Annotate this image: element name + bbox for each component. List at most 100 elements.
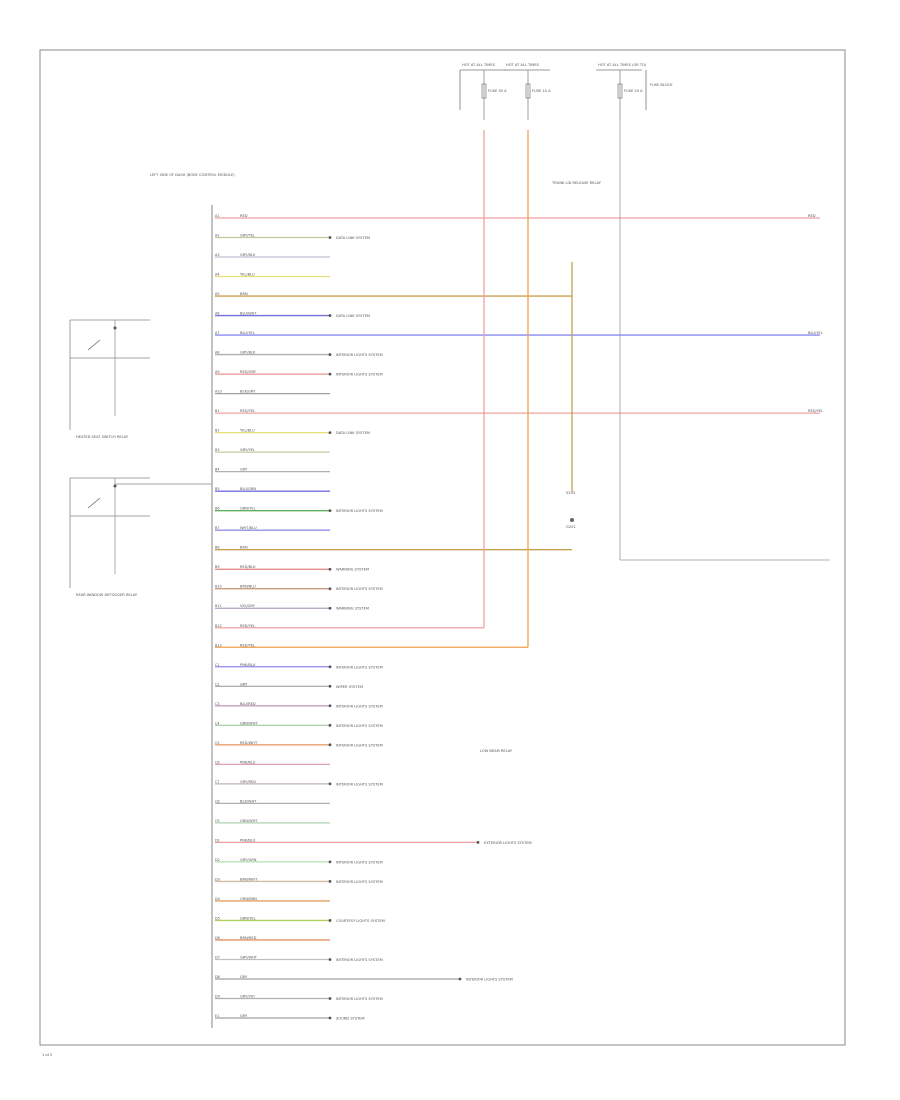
- pin-label: A6: [215, 312, 219, 316]
- wire-color-label: BLK/WHT: [240, 799, 257, 803]
- wire-color-label: RED/YEL: [240, 624, 255, 628]
- wire-destination: WARNING SYSTEM: [336, 607, 369, 611]
- wire-color-label: BLU/RED: [240, 702, 256, 706]
- connector-dot: [328, 743, 332, 747]
- pin-label: D7: [215, 955, 220, 959]
- fuse-header: HOT AT ALL TIMES: [462, 63, 496, 67]
- wire-color-label: ORN/BRN: [240, 897, 257, 901]
- connector-title: LEFT SIDE OF DASH (BODY CONTROL MODULE): [150, 173, 235, 177]
- pin-label: A8: [215, 351, 219, 355]
- wire-color-label: RED/YEL: [240, 643, 255, 647]
- pin-label: B2: [215, 429, 219, 433]
- wire-circuit-label: RED: [808, 214, 816, 218]
- fuse-header: HOT AT ALL TIMES (OR TO): [598, 63, 647, 67]
- wire-color-label: GRY: [240, 1014, 248, 1018]
- pin-label: C2: [215, 682, 220, 686]
- wire-destination: WIPER SYSTEM: [336, 685, 363, 689]
- wire-destination: INTERIOR LIGHTS SYSTEM: [336, 353, 383, 357]
- pin-label: C3: [215, 702, 220, 706]
- pin-label: C5: [215, 741, 220, 745]
- pin-label: D2: [215, 858, 220, 862]
- wire-color-label: GRN/WHT: [240, 721, 258, 725]
- wire-color-label: BRN/RED: [240, 936, 257, 940]
- pin-label: D5: [215, 916, 220, 920]
- wire-color-label: GRN/WHT: [240, 819, 258, 823]
- pin-label: C7: [215, 780, 220, 784]
- wire-destination: DATA LINK SYSTEM: [336, 236, 370, 240]
- wire-color-label: GRY/RED: [240, 780, 256, 784]
- connector-dot: [328, 509, 332, 513]
- pin-label: B11: [215, 604, 222, 608]
- figure-number: 1 of 2: [42, 1053, 52, 1057]
- wire-destination: INTERIOR LIGHTS SYSTEM: [336, 704, 383, 708]
- wire-circuit-label: BLU/YEL: [808, 331, 823, 335]
- wire-color-label: RED/WHT: [240, 741, 258, 745]
- wire-color-label: RED/BLK: [240, 565, 256, 569]
- wire-destination: SOUND SYSTEM: [336, 1017, 365, 1021]
- pin-label: C1: [215, 663, 220, 667]
- pin-label: C8: [215, 799, 220, 803]
- component-label: REAR WINDOW DEFOGGER RELAY: [76, 593, 138, 597]
- pin-label: D3: [215, 877, 220, 881]
- connector-dot: [328, 606, 332, 610]
- pin-label: A5: [215, 292, 219, 296]
- connector-dot: [328, 431, 332, 435]
- wire-destination: INTERIOR LIGHTS SYSTEM: [336, 587, 383, 591]
- fuse-block-label: FUSE BLOCK: [650, 83, 673, 87]
- connector-dot: [476, 840, 480, 844]
- pin-label: A9: [215, 370, 219, 374]
- wire-color-label: GRY: [240, 975, 248, 979]
- fuse-symbol: [525, 83, 531, 99]
- wire-destination: INTERIOR LIGHTS SYSTEM: [336, 509, 383, 513]
- junction-dot: [113, 484, 117, 488]
- wire-color-label: PNK/BLU: [240, 663, 256, 667]
- fuse-header: HOT AT ALL TIMES: [506, 63, 540, 67]
- wire-color-label: BLU/WHT: [240, 312, 257, 316]
- pin-label: C6: [215, 760, 220, 764]
- connector-dot: [328, 236, 332, 239]
- wire-circuit-label: RED/YEL: [808, 409, 823, 413]
- pin-label: D1: [215, 838, 220, 842]
- connector-dot: [328, 587, 332, 591]
- connector-dot: [328, 723, 332, 727]
- pin-label: A10: [215, 390, 222, 394]
- wire-a10: A10 BLK/GRY: [215, 390, 330, 395]
- pin-label: D9: [215, 994, 220, 998]
- wire-d4: D4 ORN/BRN: [215, 897, 330, 902]
- wire-color-label: BLK/GRY: [240, 390, 256, 394]
- wire-destination: INTERIOR LIGHTS SYSTEM: [336, 373, 383, 377]
- pin-label: B13: [215, 643, 222, 647]
- wire-color-label: GRY: [240, 468, 248, 472]
- pin-label: D4: [215, 897, 220, 901]
- pin-label: B6: [215, 507, 219, 511]
- wire-destination: COURTESY LIGHTS SYSTEM: [336, 919, 385, 923]
- pin-label: A7: [215, 331, 219, 335]
- pin-label: B5: [215, 487, 219, 491]
- wire-color-label: GRY/VIO: [240, 994, 255, 998]
- wire-destination: INTERIOR LIGHTS SYSTEM: [336, 743, 383, 747]
- connector-dot: [458, 977, 462, 981]
- pin-label: E1: [215, 1014, 219, 1018]
- wire-color-label: GRN/YEL: [240, 507, 256, 511]
- fuse-rating: FUSE 20 A: [624, 89, 643, 93]
- connector-dot: [328, 665, 332, 669]
